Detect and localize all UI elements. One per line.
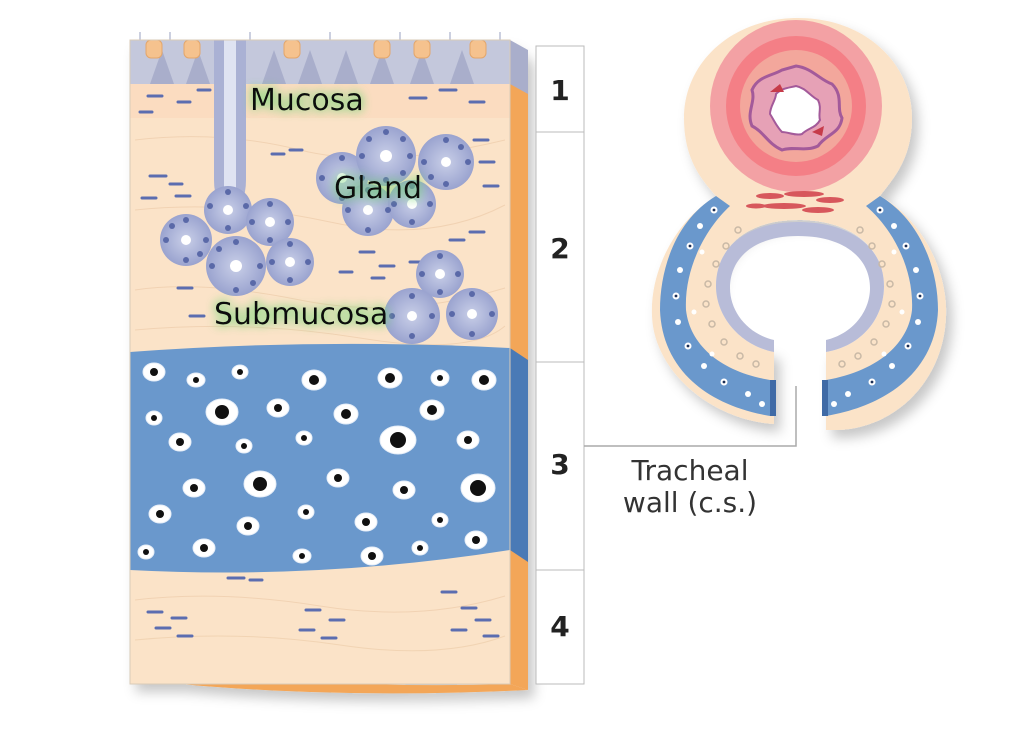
cartilage-cut-right: [822, 380, 828, 416]
cartilage-cut-left: [770, 380, 776, 416]
esophagus-lumen: [768, 84, 822, 136]
acinus: [384, 288, 440, 344]
layer-box-3: [535, 361, 585, 571]
caption-line-1: Tracheal: [631, 454, 749, 487]
lamina-propria: [130, 82, 510, 118]
acinus: [416, 250, 464, 298]
c-ring-cartilage: [660, 196, 770, 416]
fiber-lines: [134, 136, 506, 652]
acinus: [204, 186, 252, 234]
gland-duct: [214, 40, 246, 215]
block-outline: [129, 39, 511, 685]
connector-line: [584, 386, 797, 447]
layer-scale: [535, 45, 585, 685]
acinus: [342, 184, 394, 236]
acinus: [246, 198, 294, 246]
acinus: [446, 288, 498, 340]
layer-box-4: [535, 569, 585, 685]
label-gland: Gland: [334, 171, 422, 206]
layer-box-1: [535, 45, 585, 133]
layer-number-4: 4: [550, 610, 569, 643]
acinus: [266, 238, 314, 286]
ring-chondrocytes: [672, 206, 924, 407]
caption-line-2: wall (c.s.): [623, 486, 757, 519]
layer-number-1: 1: [550, 74, 569, 107]
acinus: [388, 180, 436, 228]
acinar-nuclei: [163, 129, 495, 339]
ring-glands: [702, 226, 896, 368]
block-bottom-face: [130, 665, 528, 694]
trachealis-muscle: [746, 191, 844, 213]
esophagus-mucosa-red: [770, 84, 824, 136]
ring-chondrocyte-nuclei: [674, 208, 922, 384]
layer-number-3: 3: [550, 448, 569, 481]
layer-box-2: [535, 131, 585, 363]
tracheal-mucosa-lining: [716, 222, 884, 352]
chondrocytes: [137, 362, 497, 566]
label-mucosa: Mucosa: [250, 83, 364, 118]
tracheal-cross-section: [651, 18, 947, 430]
c-ring-cartilage-right: [826, 196, 938, 416]
layer-number-2: 2: [550, 232, 569, 265]
label-submucosa: Submucosa: [214, 297, 388, 332]
fibroblast-nuclei: [138, 88, 500, 640]
epithelium: [130, 32, 528, 94]
